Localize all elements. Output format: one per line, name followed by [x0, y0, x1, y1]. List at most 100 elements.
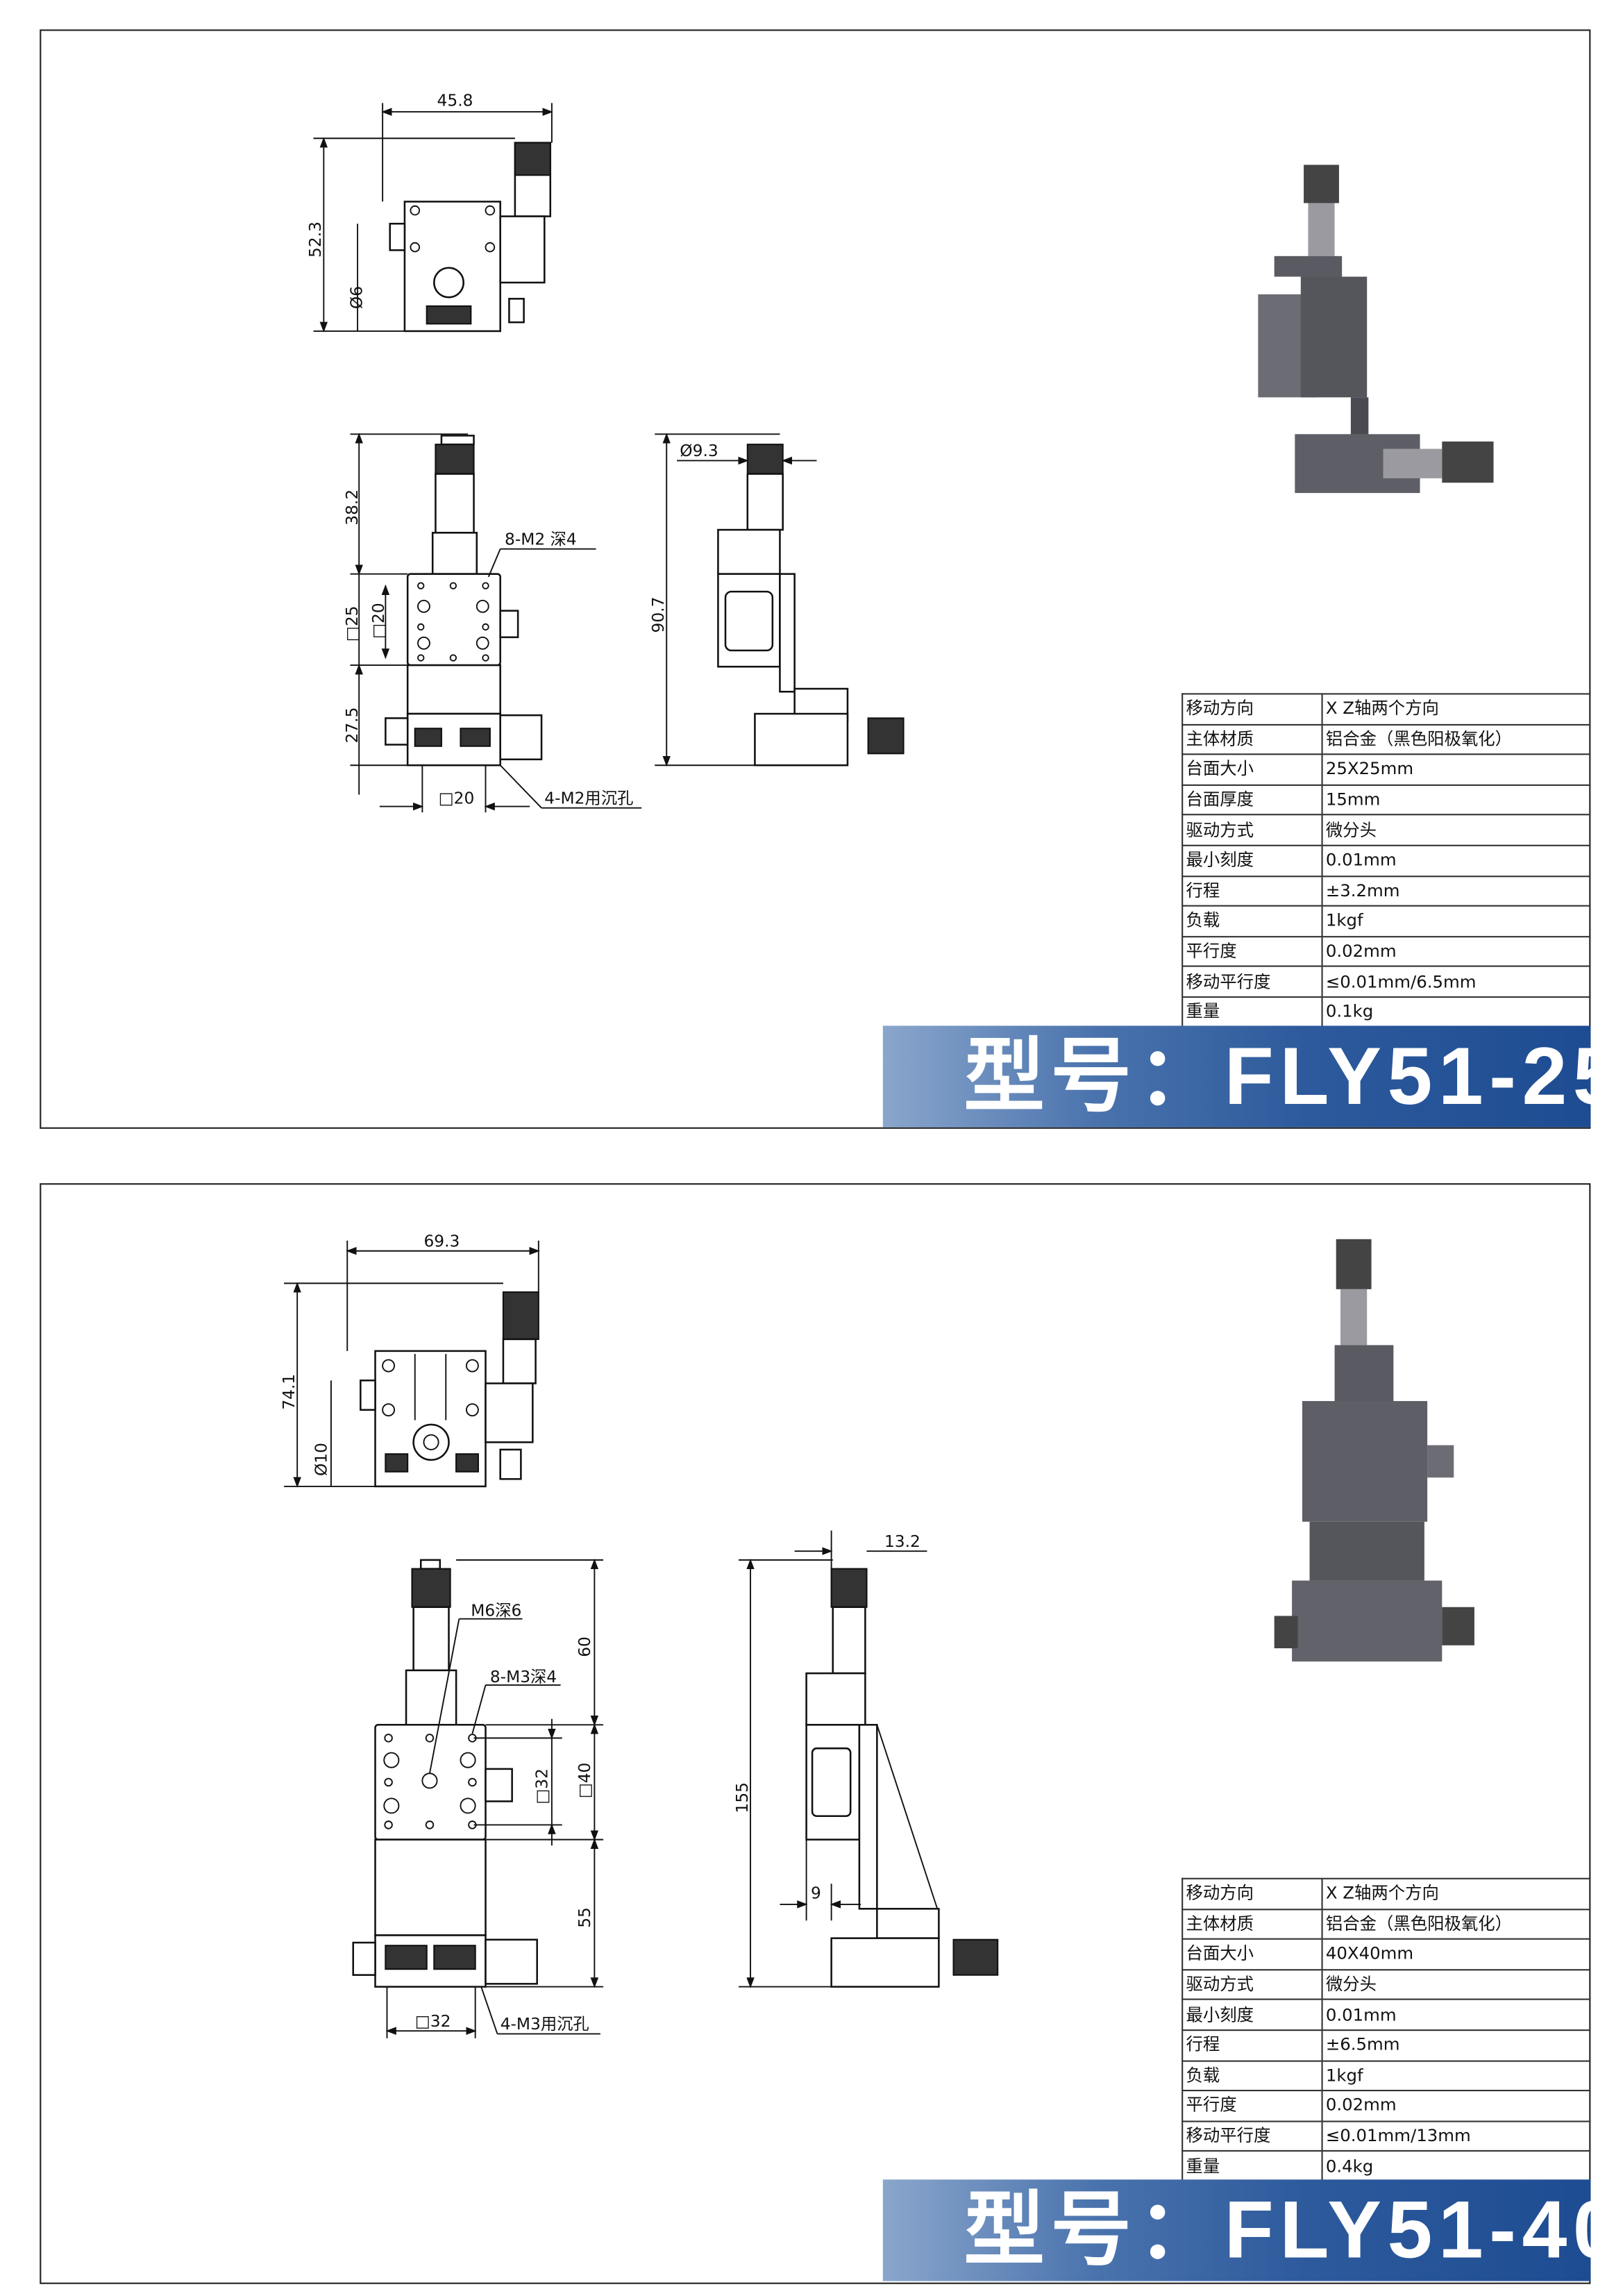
label-bottom-holes-1: 4-M2用沉孔: [544, 789, 633, 807]
dim-base-height-2: 55: [575, 1907, 594, 1928]
dim-platform-size-2: □40: [575, 1763, 594, 1799]
spec-value: 15mm: [1321, 784, 1591, 816]
dim-micrometer-offset-2: 13.2: [884, 1532, 920, 1551]
model-banner-fly51-40: 型号：FLY51-40: [882, 2179, 1618, 2281]
product-photo-1: [1258, 165, 1494, 494]
spec-value: 0.01mm: [1321, 844, 1591, 877]
model-prefix: 型号：: [964, 1030, 1225, 1122]
dim-hole-pitch-1: □20: [369, 603, 388, 639]
dim-knob-dia-1: Ø6: [347, 286, 366, 309]
spec-label: 主体材质: [1181, 723, 1323, 755]
spec-value: 1kgf: [1321, 2059, 1591, 2092]
spec-label: 行程: [1181, 2029, 1323, 2061]
spec-value: 铝合金（黑色阳极氧化）: [1321, 1908, 1591, 1941]
dim-knob-dia-2: Ø10: [312, 1443, 331, 1476]
model-name: FLY51-25: [1224, 1030, 1623, 1122]
dim-column-offset-2: 9: [811, 1884, 821, 1902]
dim-base-height-1: 27.5: [343, 707, 362, 744]
side-view-drawing-2: 155 13.2 9: [733, 1530, 999, 1988]
spec-value: 微分头: [1321, 1968, 1591, 2001]
spec-row: 行程±3.2mm: [1181, 875, 1591, 907]
dim-total-height-1: 90.7: [649, 597, 668, 633]
spec-label: 主体材质: [1181, 1908, 1323, 1941]
spec-value: 25X25mm: [1321, 753, 1591, 786]
dim-top-width-2: 69.3: [423, 1232, 460, 1250]
dim-bottom-pitch-1: □20: [439, 789, 475, 807]
spec-row: 驱动方式微分头: [1181, 814, 1591, 846]
spec-label: 驱动方式: [1181, 1968, 1323, 2001]
front-view-drawing-2: 60 □40 55 □32 M6深6 8-M3深4 □32 4-M3用沉孔: [352, 1558, 604, 2038]
spec-value: 微分头: [1321, 814, 1591, 846]
spec-label: 移动方向: [1181, 1877, 1323, 1910]
dim-top-height-1: 52.3: [306, 221, 325, 258]
spec-label: 移动方向: [1181, 693, 1323, 726]
dim-hole-pitch-2: □32: [533, 1768, 552, 1804]
spec-value: 0.1kg: [1321, 996, 1591, 1028]
spec-value: ≤0.01mm/13mm: [1321, 2120, 1591, 2152]
label-bottom-holes-2: 4-M3用沉孔: [501, 2015, 589, 2034]
spec-label: 最小刻度: [1181, 844, 1323, 877]
spec-label: 台面厚度: [1181, 784, 1323, 816]
spec-label: 负载: [1181, 2059, 1323, 2092]
top-view-drawing-1: 45.8 52.3 Ø6: [306, 92, 553, 333]
spec-value: X Z轴两个方向: [1321, 693, 1591, 726]
spec-label: 重量: [1181, 996, 1323, 1028]
dim-micrometer-dia-1: Ø9.3: [680, 442, 718, 460]
spec-value: 0.02mm: [1321, 2090, 1591, 2122]
dim-bottom-pitch-2: □32: [415, 2012, 451, 2031]
spec-value: ±3.2mm: [1321, 875, 1591, 907]
spec-label: 行程: [1181, 875, 1323, 907]
dim-top-width-1: 45.8: [437, 92, 473, 110]
spec-label: 重量: [1181, 2150, 1323, 2183]
spec-label: 移动平行度: [1181, 2120, 1323, 2152]
side-view-drawing-1: 90.7 Ø9.3: [649, 433, 905, 767]
spec-label: 台面大小: [1181, 753, 1323, 786]
front-view-drawing-1: 38.2 □25 □20 27.5 8-M2 深4 □20 4-M2用沉孔: [343, 433, 642, 813]
dim-top-height-2: 74.1: [280, 1374, 298, 1410]
label-top-holes-2: 8-M3深4: [490, 1668, 557, 1686]
model-banner-fly51-25: 型号：FLY51-25: [882, 1025, 1618, 1128]
spec-label: 负载: [1181, 905, 1323, 937]
spec-label: 平行度: [1181, 2090, 1323, 2122]
model-name: FLY51-40: [1224, 2184, 1623, 2276]
spec-row: 驱动方式微分头: [1181, 1968, 1591, 2001]
spec-value: 0.4kg: [1321, 2150, 1591, 2183]
spec-value: ≤0.01mm/6.5mm: [1321, 966, 1591, 998]
spec-label: 最小刻度: [1181, 1999, 1323, 2031]
spec-row: 移动平行度≤0.01mm/6.5mm: [1181, 966, 1591, 998]
spec-value: ±6.5mm: [1321, 2029, 1591, 2061]
dim-platform-size-1: □25: [343, 606, 362, 642]
product-photo-2: [1274, 1239, 1474, 1662]
spec-label: 台面大小: [1181, 1938, 1323, 1970]
dim-total-height-2: 155: [733, 1782, 752, 1813]
spec-value: 1kgf: [1321, 905, 1591, 937]
spec-value: 40X40mm: [1321, 1938, 1591, 1970]
spec-label: 平行度: [1181, 935, 1323, 968]
spec-row: 主体材质铝合金（黑色阳极氧化）: [1181, 1908, 1591, 1941]
spec-value: 0.01mm: [1321, 1999, 1591, 2031]
spec-row: 行程±6.5mm: [1181, 2029, 1591, 2061]
spec-value: 0.02mm: [1321, 935, 1591, 968]
model-prefix: 型号：: [964, 2184, 1225, 2276]
label-top-holes-1: 8-M2 深4: [505, 530, 577, 548]
top-view-drawing-2: 69.3 74.1 Ø10: [280, 1232, 540, 1488]
dim-micrometer-height-1: 38.2: [343, 489, 362, 526]
spec-row: 主体材质铝合金（黑色阳极氧化）: [1181, 723, 1591, 755]
spec-label: 驱动方式: [1181, 814, 1323, 846]
label-center-hole-2: M6深6: [471, 1601, 521, 1620]
